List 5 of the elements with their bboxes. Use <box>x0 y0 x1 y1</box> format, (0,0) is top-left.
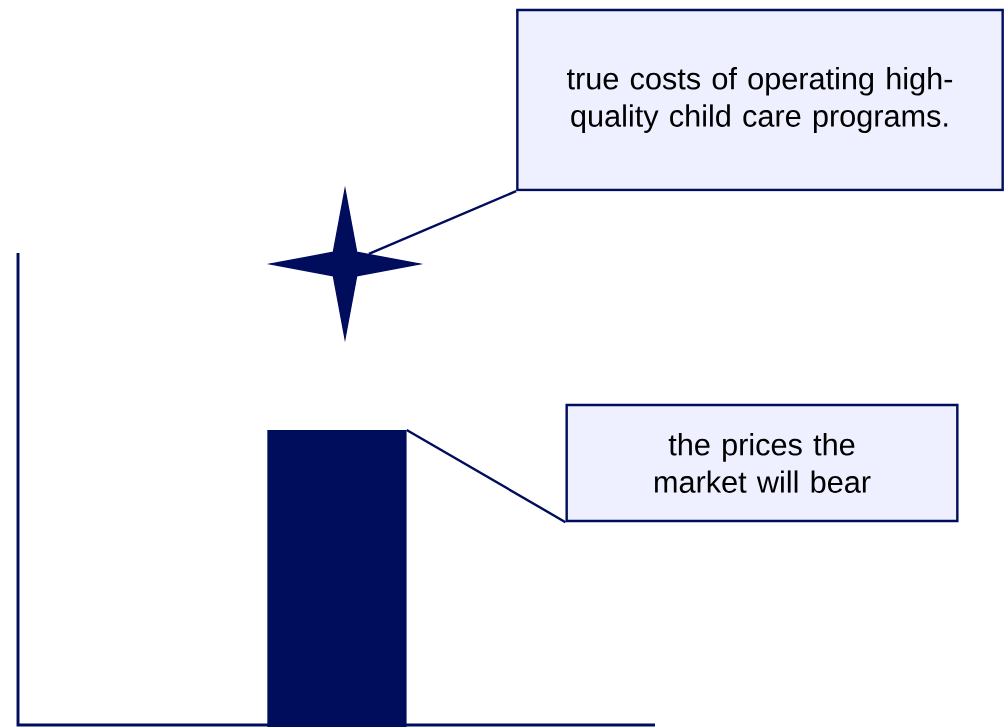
bar <box>267 430 407 727</box>
callout-box: true costs of operating high-quality child care programs. <box>516 8 1004 192</box>
leader-line <box>368 190 517 255</box>
leader-line <box>406 428 567 524</box>
callout-box: the prices the market will bear <box>565 403 959 523</box>
